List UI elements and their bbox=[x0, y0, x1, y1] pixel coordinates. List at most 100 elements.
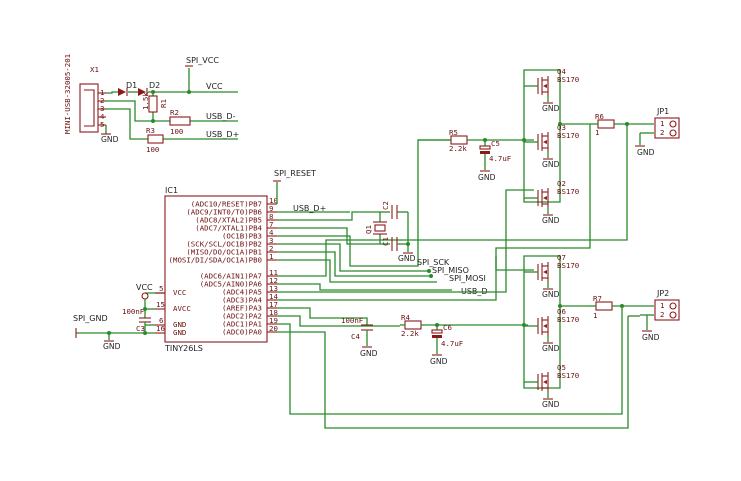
spi-vcc-label: SPI_VCC bbox=[186, 56, 219, 65]
usb-connector-x1: X1 MINI-USB-32005-201 1 2 3 4 5 bbox=[63, 54, 106, 134]
r7-value: 1 bbox=[593, 311, 597, 320]
r3-ref: R3 bbox=[146, 126, 155, 135]
mosfet-ref: Q7 bbox=[557, 253, 566, 262]
ic1: IC1 TINY26LS bbox=[164, 186, 268, 353]
d1-ref: D1 bbox=[126, 81, 137, 90]
ic1-right-label-6: (MISO/DO/OC1A)PB1 bbox=[186, 248, 262, 257]
q1-ref: Q1 bbox=[364, 225, 373, 234]
ic1-right-num-7: 1 bbox=[269, 252, 273, 261]
gnd-x1-label: GND bbox=[101, 135, 119, 144]
gnd-label: GND bbox=[542, 104, 560, 113]
x1-pin-4: 4 bbox=[100, 112, 105, 121]
ic1-right-num-3: 7 bbox=[269, 220, 273, 229]
r3-value: 100 bbox=[146, 145, 159, 154]
ic1-right-label-13: (ADC2)PA2 bbox=[222, 312, 262, 321]
ic1-right-num-9: 12 bbox=[269, 276, 278, 285]
cap-c6: C6 4.7uF GND bbox=[430, 323, 464, 366]
gnd-jp2-label: GND bbox=[642, 333, 660, 342]
r1-value: 1.5k bbox=[141, 92, 150, 110]
ic1-left-label-3: GND bbox=[173, 328, 186, 337]
ic1-right-num-14: 19 bbox=[269, 316, 278, 325]
spi-miso-label: SPI_MISO bbox=[432, 266, 469, 275]
ic1-right-num-2: 8 bbox=[269, 212, 273, 221]
ic1-right-num-4: 4 bbox=[269, 228, 274, 237]
ic1-right-num-13: 18 bbox=[269, 308, 278, 317]
resistor-r2: R2 100 bbox=[169, 108, 191, 136]
ic1-part: TINY26LS bbox=[164, 344, 203, 353]
ic1-left-num-1: 15 bbox=[156, 300, 165, 309]
ic1-right-num-1: 9 bbox=[269, 204, 273, 213]
cap-c2: C2 bbox=[381, 201, 408, 219]
gnd-ic-label: GND bbox=[103, 342, 121, 351]
ic1-right-label-2: (ADC8/XTAL2)PB5 bbox=[195, 216, 262, 225]
gnd-crystal-label: GND bbox=[398, 254, 416, 263]
usb-dp2-label: USB_D+ bbox=[293, 204, 326, 213]
usb-dm-label: USB_D- bbox=[206, 112, 236, 121]
ic1-right-label-14: (ADC1)PA1 bbox=[222, 320, 262, 329]
r6-ref: R6 bbox=[595, 112, 604, 121]
c2-ref: C2 bbox=[381, 201, 390, 210]
spi-gnd-label: SPI_GND bbox=[73, 314, 108, 323]
gnd-x1: GND bbox=[101, 133, 119, 144]
x1-pin-3: 3 bbox=[100, 104, 104, 113]
mosfet-ref: Q5 bbox=[557, 363, 566, 372]
gnd-c5-label: GND bbox=[478, 173, 496, 182]
ic1-left-num-3: 16 bbox=[156, 324, 165, 333]
mosfet-part: BS170 bbox=[557, 187, 579, 196]
gnd-label: GND bbox=[542, 216, 560, 225]
r1-ref: R1 bbox=[159, 99, 168, 108]
mosfet-bank-bottom bbox=[522, 255, 590, 389]
gnd-label: GND bbox=[542, 344, 560, 353]
jp1-pin-2: 2 bbox=[660, 128, 664, 137]
r2-ref: R2 bbox=[170, 108, 179, 117]
spi-mosi-label: SPI_MOSI bbox=[449, 274, 486, 283]
mosfet-ref: Q6 bbox=[557, 307, 566, 316]
gnd-label: GND bbox=[542, 400, 560, 409]
ic1-right-num-0: 10 bbox=[269, 196, 278, 205]
r6-value: 1 bbox=[595, 128, 599, 137]
ic1-left-num-0: 5 bbox=[159, 284, 163, 293]
jp2-pin-2: 2 bbox=[660, 310, 664, 319]
c3-value: 100nF bbox=[122, 307, 145, 316]
gnd-label: GND bbox=[542, 160, 560, 169]
ic1-right-label-0: (ADC10/RESET)PB7 bbox=[191, 200, 262, 209]
ic1-right-num-11: 14 bbox=[269, 292, 278, 301]
resistor-r4: R4 2.2k bbox=[400, 313, 528, 338]
ic1-right-num-10: 13 bbox=[269, 284, 278, 293]
ic1-ref: IC1 bbox=[165, 186, 178, 195]
jp2-pin-1: 1 bbox=[660, 301, 664, 310]
cap-c1: C1 bbox=[381, 237, 408, 251]
mosfet-part: BS170 bbox=[557, 75, 579, 84]
resistor-r3: R3 100 bbox=[146, 126, 164, 154]
cap-c4: 100nF C4 GND bbox=[341, 316, 378, 358]
ic1-right-num-12: 17 bbox=[269, 300, 278, 309]
ic1-right-label-15: (ADC0)PA0 bbox=[222, 328, 262, 337]
r5-ref: R5 bbox=[449, 128, 458, 137]
ic1-right-num-15: 20 bbox=[269, 324, 278, 333]
mosfet-bank-top bbox=[522, 69, 590, 203]
header-jp2: JP2 1 2 GND bbox=[628, 289, 680, 342]
r7-ref: R7 bbox=[593, 294, 602, 303]
mosfet-ref: Q2 bbox=[557, 179, 566, 188]
x1-ref: X1 bbox=[90, 65, 99, 74]
ic1-right-label-7: (MOSI/DI/SDA/OC1A)PB0 bbox=[169, 256, 262, 265]
vcc2-label: VCC bbox=[136, 283, 153, 292]
mosfet-part: BS170 bbox=[557, 371, 579, 380]
cap-c5: C5 4.7uF GND bbox=[478, 138, 512, 182]
crystal-q1: Q1 bbox=[364, 211, 390, 245]
c4-ref: C4 bbox=[351, 332, 360, 341]
x1-pin-5: 5 bbox=[100, 120, 104, 129]
c3-ref: C3 bbox=[136, 324, 145, 333]
ic1-right-label-12: (AREF)PA3 bbox=[222, 304, 262, 313]
ic1-right-label-10: (ADC4)PA5 bbox=[222, 288, 262, 297]
vcc-c3-section: VCC 100nF C3 GND SPI_GND bbox=[73, 283, 155, 351]
ic1-left-label-1: AVCC bbox=[173, 304, 191, 313]
c6-value: 4.7uF bbox=[441, 339, 464, 348]
c6-ref: C6 bbox=[443, 323, 452, 332]
usb-dp-label: USB_D+ bbox=[206, 130, 239, 139]
c4-value: 100nF bbox=[341, 316, 364, 325]
